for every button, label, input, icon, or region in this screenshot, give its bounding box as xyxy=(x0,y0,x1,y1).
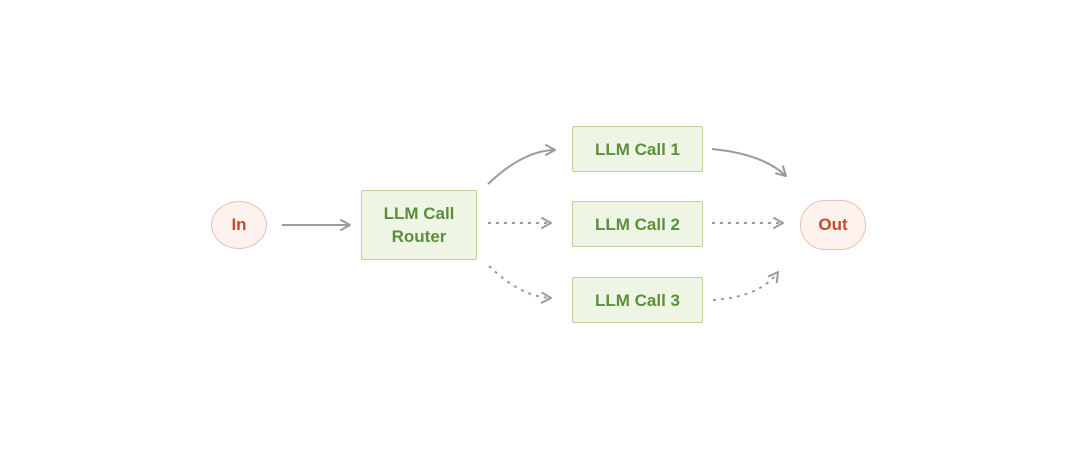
edge-router-to-call1 xyxy=(487,144,556,185)
node-llm-call-3: LLM Call 3 xyxy=(572,277,703,323)
edge-call3-to-out xyxy=(712,271,779,301)
node-in-label: In xyxy=(231,215,247,234)
node-in: In xyxy=(211,201,267,249)
node-out-label: Out xyxy=(818,215,848,234)
edge-router-to-call3 xyxy=(488,265,552,304)
node-llm-call-1: LLM Call 1 xyxy=(572,126,703,172)
node-out: Out xyxy=(800,200,866,250)
node-call1-label: LLM Call 1 xyxy=(594,139,680,159)
node-router-label: LLM Call Router xyxy=(383,204,455,246)
edge-call1-to-out xyxy=(711,148,787,177)
node-llm-call-2: LLM Call 2 xyxy=(572,201,703,247)
node-call3-label: LLM Call 3 xyxy=(594,290,680,310)
node-call2-label: LLM Call 2 xyxy=(594,214,680,234)
node-llm-call-router: LLM Call Router xyxy=(361,190,477,260)
